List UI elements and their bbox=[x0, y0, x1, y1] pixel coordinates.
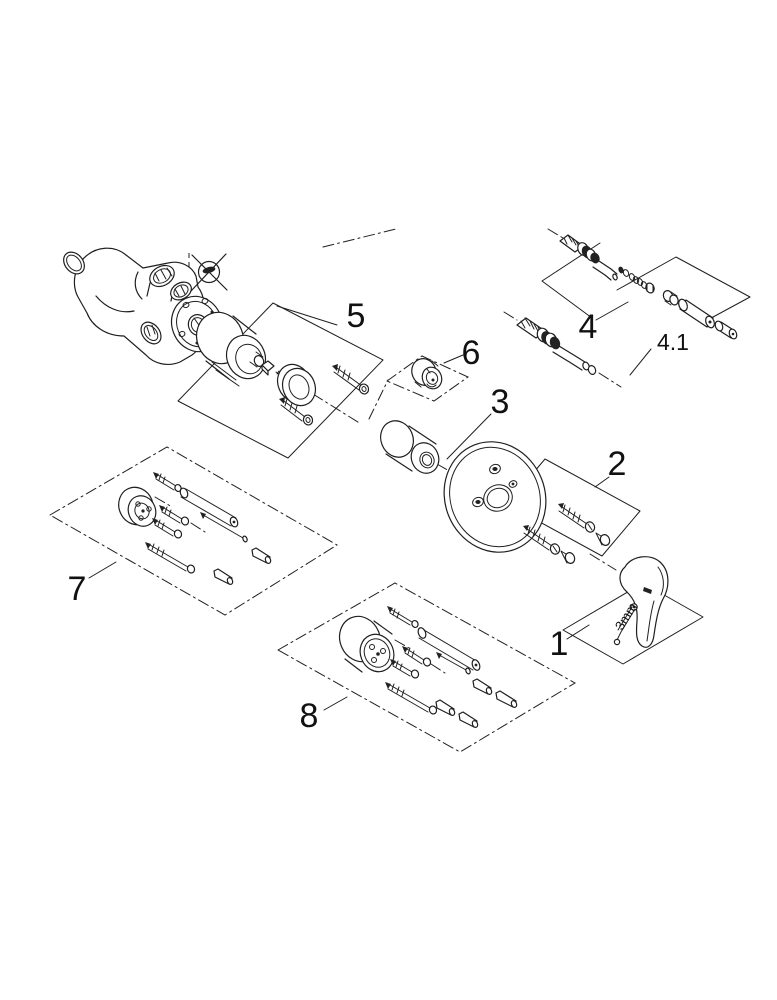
callout-part6: 6 bbox=[462, 334, 481, 372]
spindle-part4 bbox=[559, 234, 618, 281]
extension-kit-7 bbox=[118, 472, 272, 585]
callout-part4-1: 4.1 bbox=[657, 329, 689, 355]
mounting-screw-b bbox=[279, 397, 314, 426]
lever-handle bbox=[619, 556, 669, 648]
retaining-ring bbox=[276, 363, 317, 407]
spindle-middle bbox=[516, 317, 597, 375]
cartridge bbox=[195, 311, 267, 387]
escutcheon-plate bbox=[443, 441, 547, 553]
spindle-o-ring bbox=[622, 269, 630, 277]
group-outline-part8 bbox=[276, 582, 576, 753]
callout-part5: 5 bbox=[347, 297, 366, 335]
adapter-part6 bbox=[411, 358, 443, 390]
spindle-spring bbox=[628, 273, 648, 289]
leader-line-part3 bbox=[446, 413, 492, 460]
extension-kit-4-1 bbox=[662, 290, 738, 340]
plate-screw-1 bbox=[558, 503, 596, 533]
extension-kit-8 bbox=[338, 606, 518, 728]
handle-set-screw bbox=[630, 603, 638, 611]
plate-screw-2 bbox=[523, 525, 561, 555]
plate-screw-washer-2 bbox=[560, 550, 576, 564]
mounting-screw-a bbox=[332, 364, 370, 395]
plate-screw-washer-1 bbox=[595, 532, 611, 546]
callout-part1: 1 bbox=[550, 625, 569, 663]
crossed-out-plug-icon bbox=[190, 253, 228, 292]
callout-labels: 5 6 3 4 4.1 2 1 7 8 bbox=[68, 297, 689, 735]
sleeve-part3 bbox=[380, 420, 440, 474]
group-outline-part4-1 bbox=[616, 256, 751, 376]
center-axis-lines bbox=[177, 228, 622, 571]
cartridge-nut bbox=[261, 360, 275, 376]
group-outline-part4 bbox=[541, 242, 629, 321]
group-outline-part7 bbox=[48, 446, 338, 616]
callout-part4: 4 bbox=[579, 308, 598, 346]
group-outline-part6 bbox=[385, 354, 469, 402]
spindle-nut bbox=[645, 282, 655, 294]
group-outline-part1 bbox=[562, 582, 704, 665]
callout-part7: 7 bbox=[68, 570, 87, 608]
callout-part2: 2 bbox=[608, 445, 627, 483]
group-outline-part5 bbox=[177, 302, 384, 459]
hex-key bbox=[613, 606, 636, 646]
spindle-washer bbox=[618, 266, 624, 274]
callout-part3: 3 bbox=[491, 383, 510, 421]
callout-part8: 8 bbox=[300, 697, 319, 735]
